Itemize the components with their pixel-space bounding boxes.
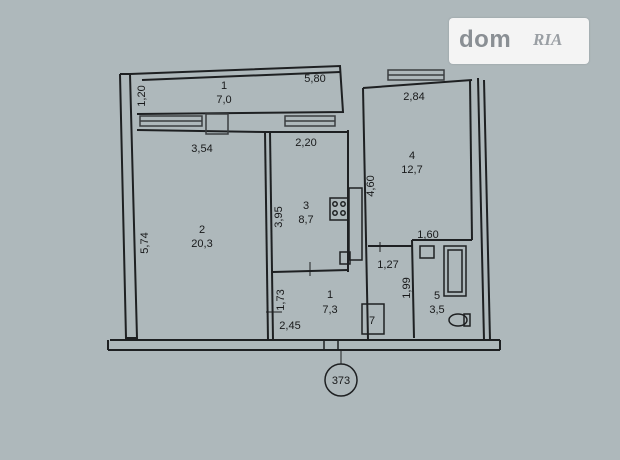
wall-right-outer-b (483, 79, 491, 341)
room-2-number: 2 (199, 224, 205, 236)
wall-bath-left (411, 239, 415, 339)
room-3-number: 3 (303, 200, 309, 212)
dim-hall-passage: 1,27 (377, 259, 398, 271)
stove-icon (329, 197, 349, 221)
stove-burner-1 (332, 201, 338, 207)
room-4-area: 12,7 (401, 164, 422, 176)
wall-room2-room3 (264, 131, 269, 341)
room-3-area: 8,7 (298, 214, 313, 226)
room-4-number: 4 (409, 150, 415, 162)
dim-balcony-length: 5,80 (304, 73, 325, 85)
sheet-number: 373 (332, 375, 350, 387)
entrance-door-icon (361, 303, 385, 335)
sink-icon (339, 251, 351, 265)
dim-room2-length: 5,74 (139, 232, 151, 253)
washbasin-icon (419, 245, 435, 259)
room-5-number: 5 (434, 290, 440, 302)
dim-bath-length: 1,99 (401, 277, 413, 298)
stove-burner-2 (340, 201, 346, 207)
wall-room3-room4-b (362, 87, 369, 341)
wall-room2-room3-b (269, 131, 274, 341)
outer-wall-left (119, 73, 139, 339)
kitchen-counter (348, 187, 363, 261)
wall-top-room4 (362, 79, 473, 89)
room-1-number: 1 (221, 80, 227, 92)
wall-right-outer (477, 77, 485, 341)
bathtub-inner (447, 249, 463, 293)
watermark-brand-dom: dom (459, 26, 512, 53)
dim-balcony-depth: 1,20 (136, 85, 148, 106)
dim-bath-width: 1,60 (417, 229, 438, 241)
watermark-logo: dom RIA (449, 18, 589, 64)
balcony-inner-line (141, 71, 341, 81)
stove-burner-3 (332, 210, 338, 216)
dim-room4-width: 2,84 (403, 91, 424, 103)
dim-hall-length: 1,73 (275, 289, 287, 310)
dim-hall-width: 2,45 (279, 320, 300, 332)
room-2-area: 20,3 (191, 238, 212, 250)
watermark-brand-ria: RIA (533, 30, 563, 49)
room-hall-number: 1 (327, 289, 333, 301)
room-hall-area: 7,3 (322, 304, 337, 316)
door-label: 7 (369, 315, 375, 327)
wall-top-left-room2 (136, 129, 266, 133)
dim-room3-length: 3,95 (273, 206, 285, 227)
outer-wall-top-balcony (129, 64, 345, 115)
bathtub-icon (443, 245, 467, 297)
room-1-area: 7,0 (216, 94, 231, 106)
dim-room3-width: 2,20 (295, 137, 316, 149)
room-5-area: 3,5 (429, 304, 444, 316)
balcony-door (205, 113, 229, 135)
dim-room4-length: 4,60 (365, 175, 377, 196)
stove-burner-4 (340, 210, 346, 216)
dim-room2-width: 3,54 (191, 143, 212, 155)
wall-right-room4 (469, 79, 473, 241)
toilet-tank (463, 313, 471, 327)
toilet-icon (448, 313, 468, 327)
